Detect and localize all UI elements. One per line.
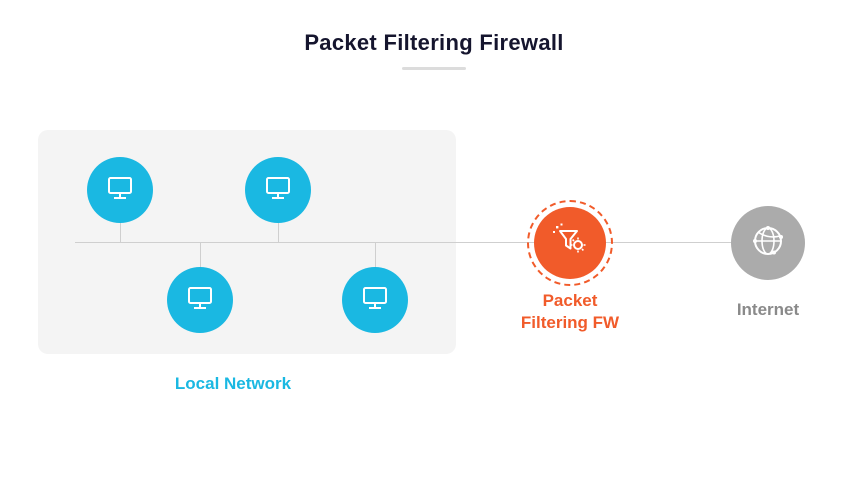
connector-line	[375, 243, 376, 268]
globe-network-icon	[746, 219, 790, 268]
connector-line	[120, 221, 121, 243]
monitor-icon	[101, 169, 139, 212]
firewall-node-fill	[534, 207, 606, 279]
monitor-icon	[356, 279, 394, 322]
title-divider	[402, 67, 466, 70]
page-title: Packet Filtering Firewall	[304, 30, 564, 55]
local-network-label: Local Network	[174, 374, 292, 393]
computer-node	[342, 267, 408, 333]
funnel-gear-icon	[547, 218, 593, 269]
monitor-icon	[259, 169, 297, 212]
computer-node	[87, 157, 153, 223]
firewall-node	[527, 200, 613, 286]
connector-line	[200, 243, 201, 268]
computer-node	[245, 157, 311, 223]
computer-node	[167, 267, 233, 333]
connector-line	[278, 221, 279, 243]
internet-node	[731, 206, 805, 280]
firewall-label: Packet Filtering FW	[520, 291, 620, 332]
monitor-icon	[181, 279, 219, 322]
network-bus-line	[75, 242, 768, 243]
internet-label: Internet	[736, 300, 800, 319]
